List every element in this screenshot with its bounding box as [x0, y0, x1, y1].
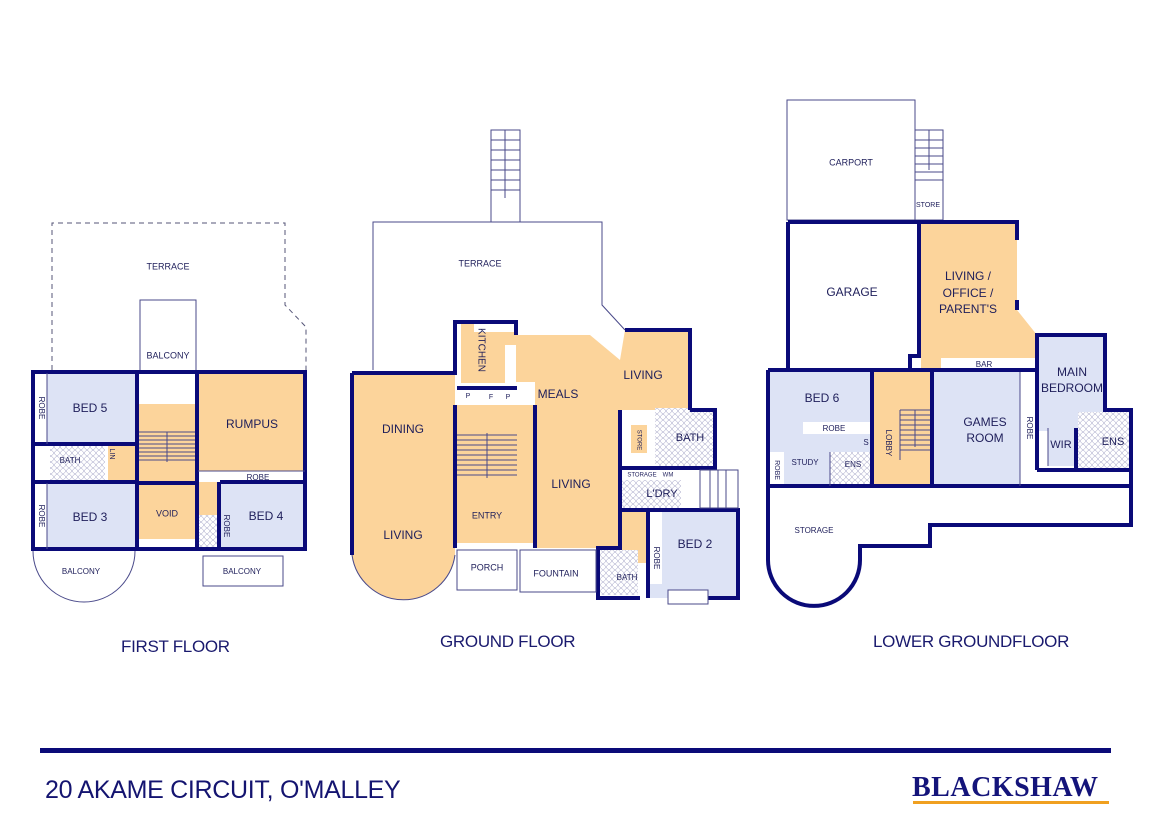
ground-pantry2-label: P	[506, 394, 511, 401]
lower-bar-label: BAR	[976, 360, 993, 369]
ground-entry-label: ENTRY	[472, 510, 502, 520]
ground-dining-label: DINING	[382, 422, 424, 436]
ground-living-left-label: LIVING	[383, 528, 422, 542]
first-robe-rumpus-label: ROBE	[247, 473, 270, 482]
footer-divider	[40, 748, 1111, 753]
ground-robe-label: ROBE	[652, 547, 661, 570]
lower-lobby-fill	[872, 372, 932, 486]
lower-storage-label: STORAGE	[795, 526, 834, 535]
first-void-label: VOID	[156, 508, 179, 518]
ground-bath-upper-label: BATH	[676, 432, 705, 444]
first-balcony-right	[202, 555, 284, 587]
ground-living-bay-curve	[351, 554, 456, 601]
lower-s-label: S	[863, 438, 868, 447]
ground-terrace-label: TERRACE	[458, 258, 501, 268]
ground-pantry-label: P	[466, 393, 471, 400]
ground-storage-label: STORAGE	[627, 473, 656, 479]
lower-robe-games-label: ROBE	[1025, 417, 1034, 440]
first-balcony-left-curve	[32, 550, 136, 603]
first-balcony-top-label: BALCONY	[146, 350, 189, 360]
first-rumpus-label: RUMPUS	[226, 417, 278, 431]
first-void-fill	[137, 484, 197, 539]
first-bed4-label: BED 4	[249, 509, 284, 523]
lower-ens-right-label: ENS	[1102, 436, 1125, 448]
first-floor-plan: TERRACE BALCONY BED 5 ROBE RUMPUS BATH L…	[31, 222, 307, 603]
ground-bath-upper-floor	[655, 408, 715, 468]
ground-bath-lower-floor	[598, 550, 638, 595]
ground-fridge-label: F	[489, 394, 493, 401]
brand-logo: BLACKSHAW	[912, 772, 1099, 803]
ground-porch-outline	[456, 549, 518, 591]
first-rumpus-fill	[197, 373, 305, 471]
ground-store-label: STORE	[635, 430, 641, 451]
lower-lobby-label: LOBBY	[884, 430, 893, 457]
lower-living-office-line2: OFFICE /	[943, 286, 994, 300]
first-bed5-label: BED 5	[73, 401, 108, 415]
ground-wm-label: WM	[663, 473, 674, 479]
ground-terrace-outline	[372, 221, 626, 370]
first-bed3-fill	[47, 483, 137, 549]
first-robe5-label: ROBE	[37, 397, 46, 420]
lower-garage-label: GARAGE	[826, 285, 877, 299]
ground-living-right-label: LIVING	[623, 368, 662, 382]
ground-bath-lower-label: BATH	[617, 573, 638, 582]
lower-games-room-line1: GAMES	[963, 415, 1006, 429]
first-bed4-fill	[220, 483, 305, 549]
first-lin-label: LIN	[108, 449, 115, 460]
lower-living-office-line1: LIVING /	[945, 269, 992, 283]
lower-robe-study-label: ROBE	[773, 460, 780, 480]
lower-ens-left-label: ENS	[845, 460, 861, 469]
ground-fountain-outline	[519, 549, 597, 593]
lower-games-room-fill	[932, 372, 1020, 486]
ground-laundry-floor	[621, 480, 681, 510]
lower-ground-floor-title: LOWER GROUNDFLOOR	[873, 632, 1070, 651]
ground-bed2-fill	[648, 510, 738, 598]
lower-robe6-label: ROBE	[823, 424, 846, 433]
brand-underline	[913, 801, 1109, 804]
lower-main-bedroom-line1: MAIN	[1057, 365, 1087, 379]
first-robe4-label: ROBE	[222, 515, 231, 538]
lower-games-room-line2: ROOM	[966, 431, 1003, 445]
ground-stair-entry-fill	[457, 405, 535, 543]
ground-floor-title: GROUND FLOOR	[440, 632, 576, 651]
lower-living-office-fill	[921, 222, 1037, 372]
lower-carport-label: CARPORT	[829, 157, 873, 167]
property-address: 20 AKAME CIRCUIT, O'MALLEY	[45, 776, 401, 804]
first-floor-title: FIRST FLOOR	[121, 637, 230, 656]
ground-bed2-label: BED 2	[678, 537, 713, 551]
first-balcony-left-label: BALCONY	[62, 567, 101, 576]
lower-wir-label: WIR	[1050, 439, 1071, 451]
ground-meals-living-fill	[516, 330, 690, 548]
lower-carport-outline	[786, 99, 916, 221]
lower-bed6-label: BED 6	[805, 391, 840, 405]
lower-storage-curve	[766, 544, 872, 608]
lower-wir-fill	[1048, 428, 1076, 466]
lower-store-label: STORE	[916, 202, 940, 209]
lower-main-bedroom-line2: BEDROOM	[1041, 381, 1103, 395]
ground-store-fill	[631, 425, 647, 453]
lower-ens-right-floor	[1078, 412, 1131, 470]
lower-ground-floor-plan: CARPORT STORE GARAGE LIVING / OFFICE / P…	[766, 99, 1133, 608]
first-robe3-label: ROBE	[37, 505, 46, 528]
first-balcony-top	[139, 299, 197, 373]
first-terrace-outline	[51, 222, 307, 370]
first-terrace-label: TERRACE	[146, 261, 189, 271]
first-bath-floor	[50, 445, 105, 481]
ground-meals-label: MEALS	[538, 387, 579, 401]
first-bed3-label: BED 3	[73, 510, 108, 524]
first-bath-label: BATH	[60, 456, 81, 465]
ground-porch-label: PORCH	[471, 562, 504, 572]
ground-kitchen-label: KITCHEN	[475, 328, 486, 372]
lower-study-label: STUDY	[791, 458, 819, 467]
ground-dining-living-fill	[352, 373, 455, 600]
first-balcony-right-label: BALCONY	[223, 567, 262, 576]
ground-fountain-label: FOUNTAIN	[533, 568, 578, 578]
ground-laundry-label: L'DRY	[646, 488, 678, 500]
lower-living-office-line3: PARENT'S	[939, 302, 997, 316]
ground-living-center-label: LIVING	[551, 477, 590, 491]
first-bed5-fill	[47, 373, 137, 443]
lower-ens-left-floor	[830, 452, 870, 485]
ground-floor-plan: TERRACE KITCHEN P F P MEALS LIVING DININ…	[350, 129, 740, 605]
